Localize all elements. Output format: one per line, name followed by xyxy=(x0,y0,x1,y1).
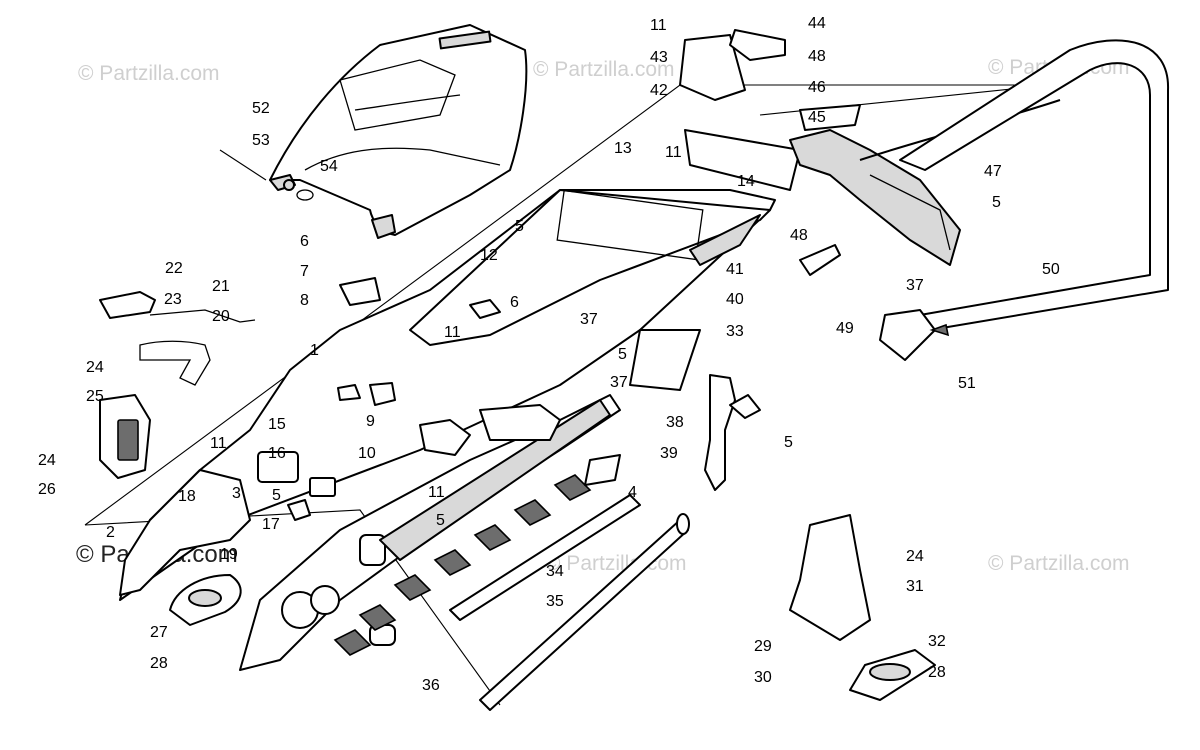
rails xyxy=(449,494,690,711)
watermark-top-center: © Partzilla.com xyxy=(533,58,675,81)
callout-11a: 11 xyxy=(650,17,667,34)
callout-3: 3 xyxy=(232,485,241,502)
callout-11c: 11 xyxy=(444,324,461,341)
callout-44: 44 xyxy=(808,15,826,32)
callout-22: 22 xyxy=(165,260,183,277)
callout-11e: 11 xyxy=(428,484,445,501)
callout-53: 53 xyxy=(252,132,270,149)
callout-13: 13 xyxy=(614,140,632,157)
watermark-bottom-right: © Partzilla.com xyxy=(988,552,1130,575)
callout-45: 45 xyxy=(808,109,826,126)
front-brackets xyxy=(99,291,256,626)
callout-50: 50 xyxy=(1042,261,1060,278)
callout-28a: 28 xyxy=(150,655,168,672)
callout-19: 19 xyxy=(220,546,238,563)
watermark-center: © Partzilla.com xyxy=(545,552,687,575)
callout-43: 43 xyxy=(650,49,668,66)
seat-bushing xyxy=(283,179,295,191)
callouts: 1 2 3 4 5 5 5 5 5 5 6 6 7 8 9 10 11 11 1… xyxy=(38,15,1060,694)
callout-24c: 24 xyxy=(906,548,924,565)
callout-5a: 5 xyxy=(515,218,524,235)
callout-1: 1 xyxy=(310,342,319,359)
running-board xyxy=(789,514,936,701)
callout-12: 12 xyxy=(480,247,498,264)
callout-37b: 37 xyxy=(610,374,628,391)
rear-assembly xyxy=(584,29,1170,491)
watermark-top-left: © Partzilla.com xyxy=(78,62,220,85)
callout-2: 2 xyxy=(106,524,115,541)
callout-8: 8 xyxy=(300,292,309,309)
callout-40: 40 xyxy=(726,291,744,308)
callout-20: 20 xyxy=(212,308,230,325)
callout-7: 7 xyxy=(300,263,309,280)
callout-21: 21 xyxy=(212,278,230,295)
seat xyxy=(219,24,528,239)
callout-32: 32 xyxy=(928,633,946,650)
callout-6a: 6 xyxy=(300,233,309,250)
callout-24a: 24 xyxy=(86,359,104,376)
callout-9: 9 xyxy=(366,413,375,430)
callout-14: 14 xyxy=(737,173,755,190)
callout-17: 17 xyxy=(262,516,280,533)
callout-49: 49 xyxy=(836,320,854,337)
callout-18: 18 xyxy=(178,488,196,505)
callout-47: 47 xyxy=(984,163,1002,180)
tunnel-chassis xyxy=(119,189,776,671)
callout-37a: 37 xyxy=(580,311,598,328)
callout-5e: 5 xyxy=(272,487,281,504)
callout-33: 33 xyxy=(726,323,744,340)
callout-35: 35 xyxy=(546,593,564,610)
callout-31: 31 xyxy=(906,578,924,595)
callout-24b: 24 xyxy=(38,452,56,469)
callout-38: 38 xyxy=(666,414,684,431)
callout-25: 25 xyxy=(86,388,104,405)
callout-34: 34 xyxy=(546,563,564,580)
callout-23: 23 xyxy=(164,291,182,308)
callout-4: 4 xyxy=(628,484,637,501)
callout-48b: 48 xyxy=(790,227,808,244)
callout-30: 30 xyxy=(754,669,772,686)
callout-11d: 11 xyxy=(210,435,227,452)
callout-16: 16 xyxy=(268,445,286,462)
callout-29: 29 xyxy=(754,638,772,655)
callout-5d: 5 xyxy=(784,434,793,451)
callout-5c: 5 xyxy=(618,346,627,363)
callout-26: 26 xyxy=(38,481,56,498)
callout-6b: 6 xyxy=(510,294,519,311)
callout-52: 52 xyxy=(252,100,270,117)
callout-42: 42 xyxy=(650,82,668,99)
callout-46: 46 xyxy=(808,79,826,96)
callout-10: 10 xyxy=(358,445,376,462)
callout-48a: 48 xyxy=(808,48,826,65)
callout-28b: 28 xyxy=(928,664,946,681)
callout-11b: 11 xyxy=(665,144,682,161)
callout-54: 54 xyxy=(320,158,338,175)
callout-15: 15 xyxy=(268,416,286,433)
center-components xyxy=(257,277,561,521)
callout-5f: 5 xyxy=(436,512,445,529)
callout-37c: 37 xyxy=(906,277,924,294)
callout-39: 39 xyxy=(660,445,678,462)
callout-51: 51 xyxy=(958,375,976,392)
callout-41: 41 xyxy=(726,261,744,278)
callout-27: 27 xyxy=(150,624,168,641)
callout-36: 36 xyxy=(422,677,440,694)
callout-5b: 5 xyxy=(992,194,1001,211)
